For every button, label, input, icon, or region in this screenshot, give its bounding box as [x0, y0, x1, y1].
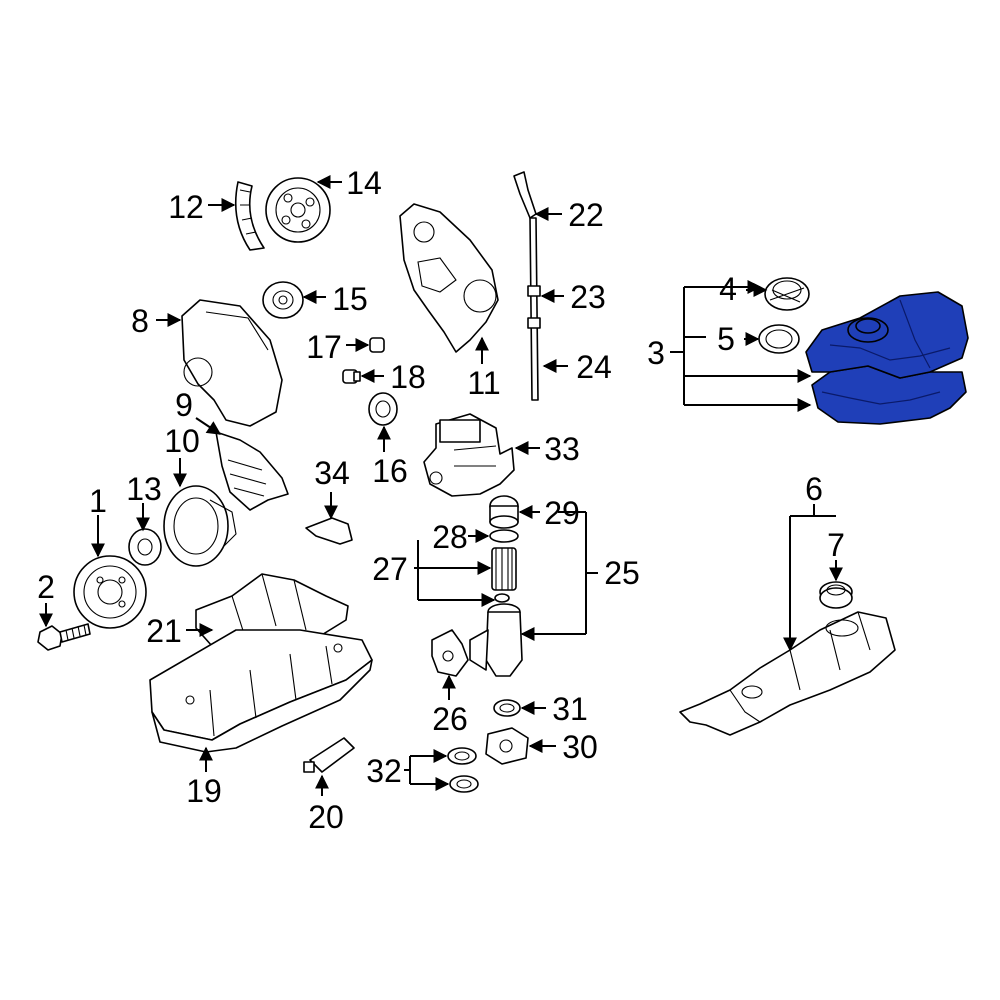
callout-12: 12 [168, 189, 204, 225]
valve-cover-lower[interactable] [679, 611, 896, 736]
callout-3: 3 [647, 335, 665, 371]
oil-cooler-bracket[interactable] [431, 629, 469, 677]
filter-oring[interactable] [494, 593, 510, 603]
callout-11: 11 [467, 365, 500, 401]
callout-20: 20 [308, 799, 344, 835]
callout-16: 16 [372, 453, 408, 489]
callout-31: 31 [552, 691, 588, 727]
callout-24: 24 [576, 349, 612, 385]
back-plate[interactable] [163, 485, 237, 567]
crankshaft-pulley[interactable] [73, 555, 147, 629]
filter-cap[interactable] [489, 495, 519, 529]
filter-seal[interactable] [489, 529, 519, 543]
small-plug-17[interactable] [369, 337, 385, 353]
callout-10: 10 [164, 423, 200, 459]
oil-cooler[interactable] [485, 727, 529, 765]
callout-19: 19 [186, 773, 222, 809]
callout-22: 22 [568, 197, 604, 233]
pulley-bolt[interactable] [37, 623, 91, 651]
oil-pump-housing[interactable] [423, 413, 515, 497]
callout-labels: 1 2 3 4 5 6 7 8 9 10 11 12 13 14 15 16 1… [37, 165, 845, 835]
callout-8: 8 [131, 303, 149, 339]
dipstick[interactable] [513, 171, 541, 401]
callout-9: 9 [175, 387, 193, 423]
callout-6: 6 [805, 471, 823, 507]
callout-7: 7 [827, 527, 845, 563]
cap-seal-ring[interactable] [758, 324, 800, 354]
callout-14: 14 [346, 165, 382, 201]
oil-filler-cap[interactable] [764, 277, 810, 311]
small-plug-18[interactable] [342, 369, 361, 384]
front-cover[interactable] [399, 203, 499, 353]
callout-34: 34 [314, 455, 350, 491]
timing-belt[interactable] [234, 181, 265, 251]
callout-23: 23 [570, 279, 606, 315]
callout-26: 26 [432, 701, 468, 737]
callout-33: 33 [544, 431, 580, 467]
callout-25: 25 [604, 555, 640, 591]
oil-pan[interactable] [149, 629, 373, 753]
seal-lower-32[interactable] [449, 775, 479, 793]
filter-housing[interactable] [469, 603, 523, 677]
cooler-gasket[interactable] [493, 699, 521, 717]
callout-1: 1 [89, 483, 107, 519]
small-bracket[interactable] [305, 517, 353, 545]
tensioner-pulley[interactable] [262, 281, 304, 319]
callout-29: 29 [544, 495, 580, 531]
callout-27: 27 [372, 551, 408, 587]
callout-18: 18 [390, 359, 426, 395]
crank-gear[interactable] [128, 528, 162, 566]
callout-5: 5 [717, 321, 735, 357]
seal-upper-32[interactable] [447, 747, 477, 765]
bearing[interactable] [368, 392, 398, 426]
leader-lines [39, 175, 843, 796]
callout-21: 21 [146, 613, 182, 649]
callout-28: 28 [432, 519, 468, 555]
lower-timing-cover[interactable] [215, 431, 289, 511]
callout-4: 4 [719, 271, 737, 307]
callout-13: 13 [126, 471, 162, 507]
sealant-tube[interactable] [303, 737, 355, 773]
callout-17: 17 [306, 329, 342, 365]
callout-32: 32 [366, 753, 402, 789]
lower-cap-seal[interactable] [819, 581, 853, 609]
callout-2: 2 [37, 569, 55, 605]
valve-cover-highlighted[interactable] [805, 291, 969, 425]
callout-15: 15 [332, 281, 368, 317]
callout-30: 30 [562, 729, 598, 765]
timing-belt-cover[interactable] [181, 299, 283, 427]
oil-filter-element[interactable] [491, 547, 517, 591]
camshaft-sprocket[interactable] [265, 177, 331, 243]
